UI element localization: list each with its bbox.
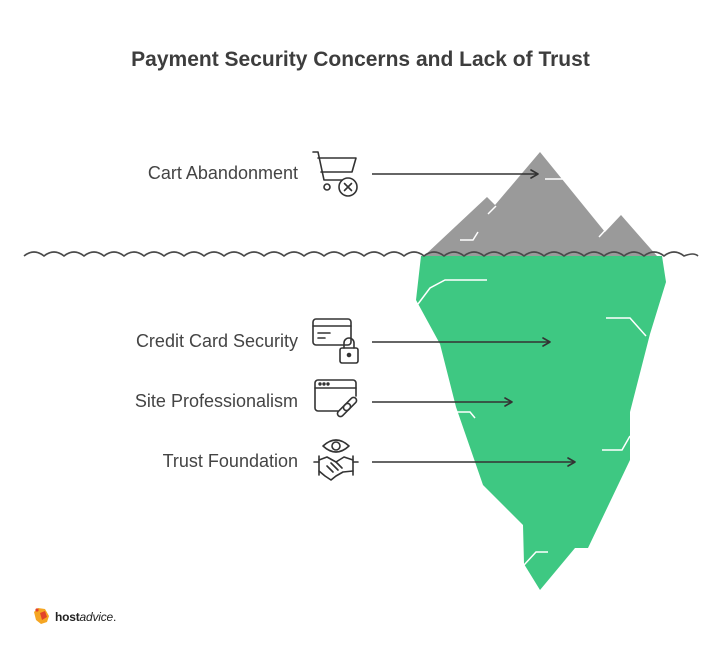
label-credit-card-security: Credit Card Security (135, 331, 298, 351)
page-title: Payment Security Concerns and Lack of Tr… (131, 48, 590, 71)
hostadvice-logo-icon (34, 608, 49, 624)
credit-card-lock-icon (312, 318, 359, 364)
label-cart-abandonment: Cart Abandonment (147, 163, 298, 183)
label-trust-foundation: Trust Foundation (162, 451, 298, 471)
iceberg-body (416, 256, 666, 590)
label-site-professionalism: Site Professionalism (134, 391, 298, 411)
cart-remove-icon (312, 151, 358, 197)
iceberg-tip (424, 152, 657, 256)
brand-logo: hostadvice. (31, 606, 116, 628)
brand-name: hostadvice. (55, 610, 117, 624)
browser-link-icon (314, 379, 358, 418)
eye-handshake-icon (313, 439, 359, 481)
water-line (23, 251, 699, 258)
